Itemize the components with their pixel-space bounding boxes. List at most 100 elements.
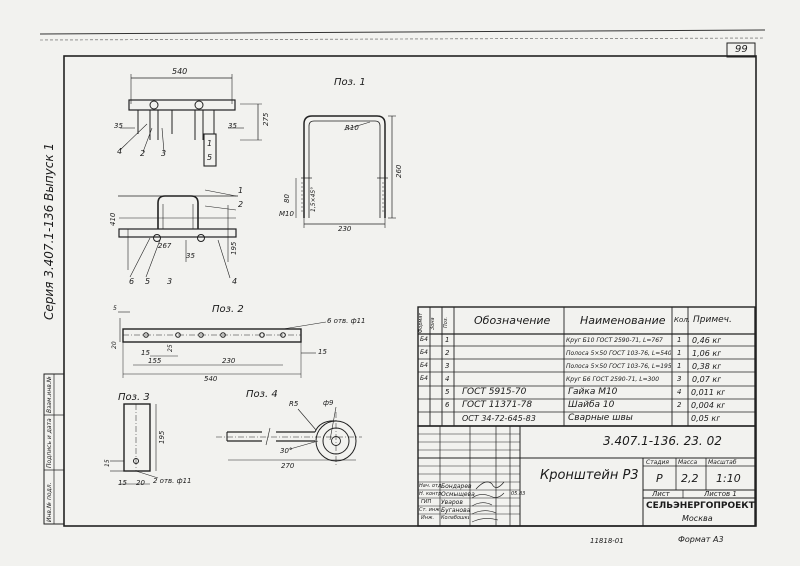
table-row-6-qty: 2 xyxy=(677,401,682,409)
pos2-edge15-left: 15 xyxy=(141,349,150,357)
table-row-1-pos: 1 xyxy=(445,336,450,344)
footer-format: Формат А3 xyxy=(678,535,724,544)
callout-6-plan: 6 xyxy=(129,277,135,286)
item-name: Кронштейн Р3 xyxy=(540,468,639,483)
pos2-strip xyxy=(118,311,327,378)
dim-410: 410 xyxy=(109,212,117,226)
pos3-height: 195 xyxy=(158,430,166,444)
doc-code: 3.407.1-136. 23. 02 xyxy=(603,434,722,448)
table-row-5-note: 0,011 кг xyxy=(691,388,726,397)
pos2-edge15-right: 15 xyxy=(318,348,327,356)
spec-header-format: Формат xyxy=(418,312,424,333)
pos4-length: 270 xyxy=(281,462,295,470)
signer-name-1: Бондарев xyxy=(441,483,472,490)
callout-5-top: 5 xyxy=(207,153,213,162)
dim-540-top: 540 xyxy=(172,67,188,76)
pos1-thread: M10 xyxy=(279,210,294,218)
pos3-top15: 15 xyxy=(104,459,111,467)
spec-header-qty: Кол. xyxy=(674,316,690,324)
sheet-number-box xyxy=(726,42,756,58)
callout-4-plan: 4 xyxy=(232,277,238,286)
table-row-6-name: Шайба 10 xyxy=(568,400,615,410)
stamp-label-replace: Взам.инв.№ xyxy=(46,376,53,413)
table-row-1-fmt: Б4 xyxy=(420,336,428,343)
pos3-title: Поз. 3 xyxy=(118,392,150,403)
pos3-hole-note: 2 отв. ф11 xyxy=(153,477,192,485)
series-label: Серия 3.407.1-136 Выпуск 1 xyxy=(42,142,56,320)
signer-role-1: Нач. отд. xyxy=(419,483,443,489)
sheet-label: Лист xyxy=(652,490,670,498)
pos4-angle: 30° xyxy=(280,447,293,455)
pos2-title: Поз. 2 xyxy=(212,304,244,315)
pos1-chamfer: 1,5×45° xyxy=(310,186,317,212)
pos2-top-small: 5 xyxy=(113,305,117,312)
table-row-2-note: 1,06 кг xyxy=(692,349,722,358)
signer-role-5: Инж. xyxy=(421,515,435,521)
assembly-plan-view xyxy=(118,189,238,279)
signer-name-4: Буганова xyxy=(441,507,471,514)
signer-role-4: Ст. инж. xyxy=(419,507,442,513)
dim-195-plan: 195 xyxy=(230,241,238,255)
table-row-1-qty: 1 xyxy=(677,336,682,344)
pos1-height: 260 xyxy=(395,164,403,178)
pos3-plate xyxy=(110,403,159,485)
signer-name-2: Осмыщева xyxy=(441,491,475,498)
table-row-2-pos: 2 xyxy=(445,349,450,357)
pos2-hole-note: 6 отв. ф11 xyxy=(327,317,366,325)
table-row-6-designation: ГОСТ 11371-78 xyxy=(462,400,533,410)
mass-value: 2,2 xyxy=(681,472,699,485)
signer-role-2: Н. контр. xyxy=(419,491,443,497)
table-row-4-fmt: Б4 xyxy=(420,375,428,382)
signer-name-5: Колабошкина xyxy=(441,515,469,521)
pos1-thread-len: 80 xyxy=(283,194,291,203)
callout-2-plan: 2 xyxy=(238,200,244,209)
table-row-2-name: Полоса 5×50 ГОСТ 103-76, L=540 xyxy=(566,350,671,357)
table-row-4-name: Круг Б6 ГОСТ 2590-71, L=300 xyxy=(566,376,660,383)
pos1-radius: R10 xyxy=(345,124,359,132)
pos2-mid25: 25 xyxy=(167,344,174,352)
callout-3-plan: 3 xyxy=(167,277,173,286)
footer-code: 11818-01 xyxy=(590,537,624,545)
spec-header-pos: Поз. xyxy=(443,316,449,328)
callout-5-plan: 5 xyxy=(145,277,151,286)
spec-header-zone: Зона xyxy=(430,317,436,330)
pos3-bottom15: 15 xyxy=(118,479,127,487)
table-row-2-qty: 1 xyxy=(677,349,682,357)
callout-1-top: 1 xyxy=(207,139,213,148)
callout-3-top: 3 xyxy=(161,149,167,158)
dim-275: 275 xyxy=(262,112,270,126)
pos4-title: Поз. 4 xyxy=(246,389,278,400)
dim-35-right: 35 xyxy=(228,122,237,130)
table-row-7-name: Сварные швы xyxy=(568,413,633,423)
date-note: 05.83 xyxy=(511,491,526,497)
org-city: Москва xyxy=(682,514,713,523)
table-row-7-designation: ОСТ 34-72-645-83 xyxy=(462,414,536,423)
signer-name-3: Уваров xyxy=(441,499,463,506)
table-row-6-pos: 6 xyxy=(445,401,450,409)
sheet-number: 99 xyxy=(735,44,748,55)
col-header-mass: Масса xyxy=(678,459,698,466)
table-row-5-name: Гайка М10 xyxy=(568,387,618,397)
pos4-radius: R5 xyxy=(289,400,299,408)
title-block-grid xyxy=(417,425,756,527)
stamp-label-sign: Подпись и дата xyxy=(46,418,53,468)
table-row-3-name: Полоса 5×50 ГОСТ 103-76, L=195 xyxy=(566,363,671,370)
scale-value: 1:10 xyxy=(716,472,741,485)
dim-35-left: 35 xyxy=(114,122,123,130)
pos2-left-small: 20 xyxy=(111,341,118,349)
pos2-d540: 540 xyxy=(204,375,218,383)
callout-2-top: 2 xyxy=(140,149,146,158)
spec-header-designation: Обозначение xyxy=(474,314,551,327)
table-row-4-note: 0,07 кг xyxy=(692,375,722,384)
table-row-5-pos: 5 xyxy=(445,388,450,396)
table-row-4-qty: 3 xyxy=(677,375,682,383)
main-frame xyxy=(63,55,757,527)
table-row-5-qty: 4 xyxy=(677,388,682,396)
dim-267: 267 xyxy=(158,242,172,250)
spec-header-note: Примеч. xyxy=(693,315,732,325)
pos2-d230: 230 xyxy=(222,357,236,365)
org-name: СЕЛЬЭНЕРГОПРОЕКТ xyxy=(646,501,755,511)
pos3-small20: 20 xyxy=(136,479,145,487)
